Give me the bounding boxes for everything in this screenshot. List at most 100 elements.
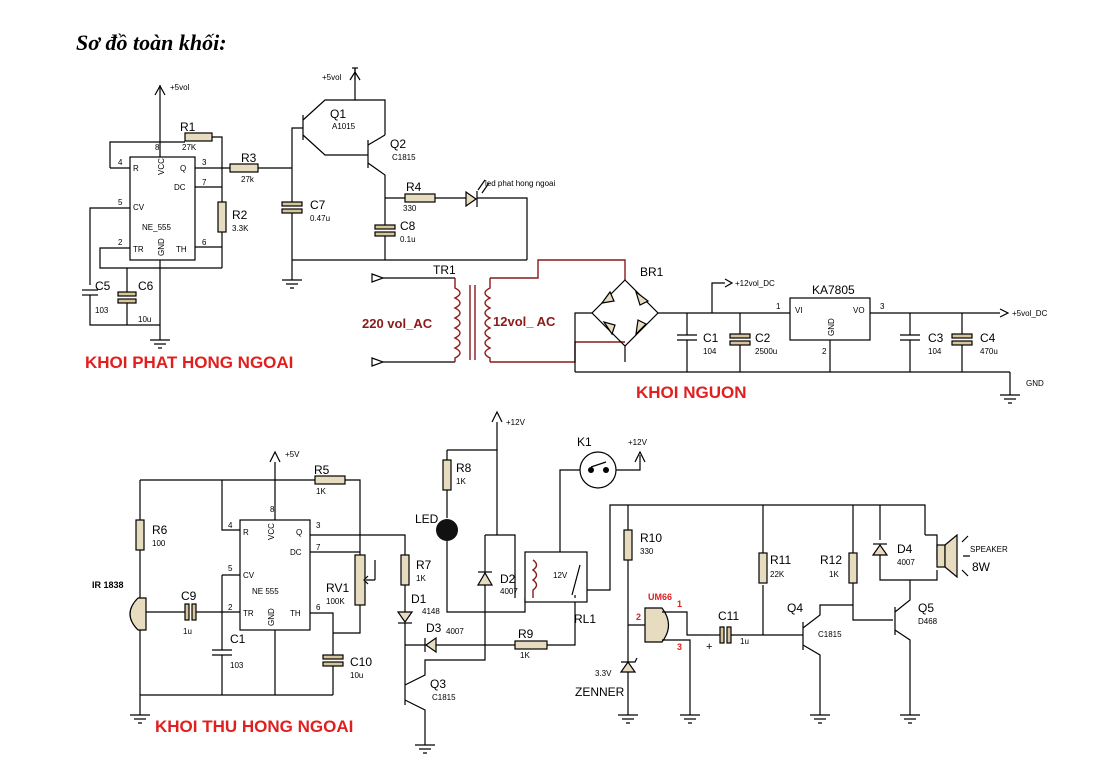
pin-number: 8 [155, 143, 160, 152]
resistor-r3 [229, 163, 259, 173]
capacitor-c9 [184, 603, 190, 621]
um66-ic [644, 607, 670, 643]
resistor-r7 [400, 554, 410, 586]
transformer-primary [453, 278, 461, 362]
supply-label: +12V [628, 438, 648, 447]
component-value: 1K [456, 477, 466, 486]
block-label-transmitter: KHOI PHAT HONG NGOAI [85, 353, 293, 372]
transformer-secondary [484, 278, 492, 362]
component-value: 0.1u [400, 235, 416, 244]
component-value: C1815 [392, 153, 416, 162]
speaker-label: SPEAKER [970, 545, 1008, 554]
component-value: 1K [829, 570, 839, 579]
pin-number: 2 [228, 603, 233, 612]
ic-ne555-rx [239, 519, 311, 631]
component-value: 22K [770, 570, 785, 579]
pin-label: R [243, 528, 249, 537]
component-value: 4007 [446, 627, 464, 636]
pin-number: 4 [228, 521, 233, 530]
pin-label: DC [174, 183, 186, 192]
ic-ne555-tx [129, 156, 196, 261]
pin-number: 7 [316, 543, 321, 552]
component-ref: C1 [230, 632, 246, 646]
pin-number: 7 [202, 178, 207, 187]
pin-label: CV [243, 571, 255, 580]
capacitor-c10 [322, 654, 344, 660]
led-indicator [436, 519, 458, 541]
pin-label: TH [176, 245, 187, 254]
component-value: 330 [403, 204, 417, 213]
pin-label: TH [290, 609, 301, 618]
ic-name-label: NE 555 [252, 587, 279, 596]
component-value: 10u [350, 671, 363, 680]
secondary-voltage-label: 12vol_ AC [493, 314, 556, 329]
pin-number: 8 [270, 505, 275, 514]
component-value: C1815 [818, 630, 842, 639]
pin-label: GND [267, 608, 276, 626]
switch-ref: K1 [577, 435, 592, 449]
receiver-block: +5V R5 1K NE 555 R Q DC CV TR TH VCC GND… [92, 410, 1008, 754]
block-label-power-supply: KHOI NGUON [636, 383, 747, 402]
page-title: Sơ đồ toàn khối: [76, 30, 227, 55]
component-value: 4007 [500, 587, 518, 596]
switch-k1[interactable] [579, 451, 617, 489]
component-ref: R5 [314, 463, 330, 477]
component-value: 100K [326, 597, 345, 606]
component-value: 104 [703, 347, 717, 356]
component-value: 104 [928, 347, 942, 356]
component-ref: Q3 [430, 677, 446, 691]
pin-label: Q [180, 164, 186, 173]
component-ref: C9 [181, 589, 197, 603]
component-ref: Q4 [787, 601, 803, 615]
bridge-rectifier [591, 279, 659, 347]
pin-label: TR [243, 609, 254, 618]
ground-symbol [130, 714, 150, 724]
component-value: 103 [230, 661, 244, 670]
component-ref: C5 [95, 279, 111, 293]
component-ref: R7 [416, 558, 432, 572]
component-ref: D4 [897, 542, 913, 556]
ir-led [465, 190, 478, 208]
pin-label: TR [133, 245, 144, 254]
component-ref: D1 [411, 592, 427, 606]
pin-label: VCC [267, 523, 276, 540]
component-value: 330 [640, 547, 654, 556]
pin-number: 6 [316, 603, 321, 612]
component-value: 1K [416, 574, 426, 583]
component-value: 1u [183, 627, 192, 636]
power-supply-block: TR1 220 vol_AC 12vol_ AC BR1 +12vol_DC C… [362, 259, 1048, 404]
component-ref: D2 [500, 572, 516, 586]
pin-label: R [133, 164, 139, 173]
supply-label: +12vol_DC [735, 279, 775, 288]
capacitor-c6 [117, 291, 137, 297]
component-value: 470u [980, 347, 998, 356]
ground-symbol [680, 714, 700, 724]
component-value: A1015 [332, 122, 356, 131]
ic-name-label: NE_555 [142, 223, 171, 232]
component-ref: R3 [241, 151, 257, 165]
component-ref: R12 [820, 553, 842, 567]
component-ref: R9 [518, 627, 534, 641]
capacitor-c7 [281, 201, 303, 207]
relay-voltage: 12V [553, 571, 568, 580]
primary-voltage-label: 220 vol_AC [362, 316, 433, 331]
ir-receiver [129, 597, 147, 631]
component-ref: C6 [138, 279, 154, 293]
pin-number: 2 [636, 612, 641, 622]
relay-coil [531, 559, 538, 598]
component-ref: C10 [350, 655, 372, 669]
pin-label: GND [157, 238, 166, 256]
component-value: 4148 [422, 607, 440, 616]
relay-ref: RL1 [574, 612, 596, 626]
pin-number: 6 [202, 238, 207, 247]
um66-label: UM66 [648, 592, 672, 602]
transformer-ref: TR1 [433, 263, 456, 277]
ground-symbol [282, 279, 302, 289]
component-value: 100 [152, 539, 166, 548]
pin-number: 1 [677, 599, 682, 609]
led-label: led phat hong ngoai [485, 179, 556, 188]
component-value: 3.3K [232, 224, 249, 233]
component-value: 4007 [897, 558, 915, 567]
zener-label: ZENNER [575, 685, 625, 699]
